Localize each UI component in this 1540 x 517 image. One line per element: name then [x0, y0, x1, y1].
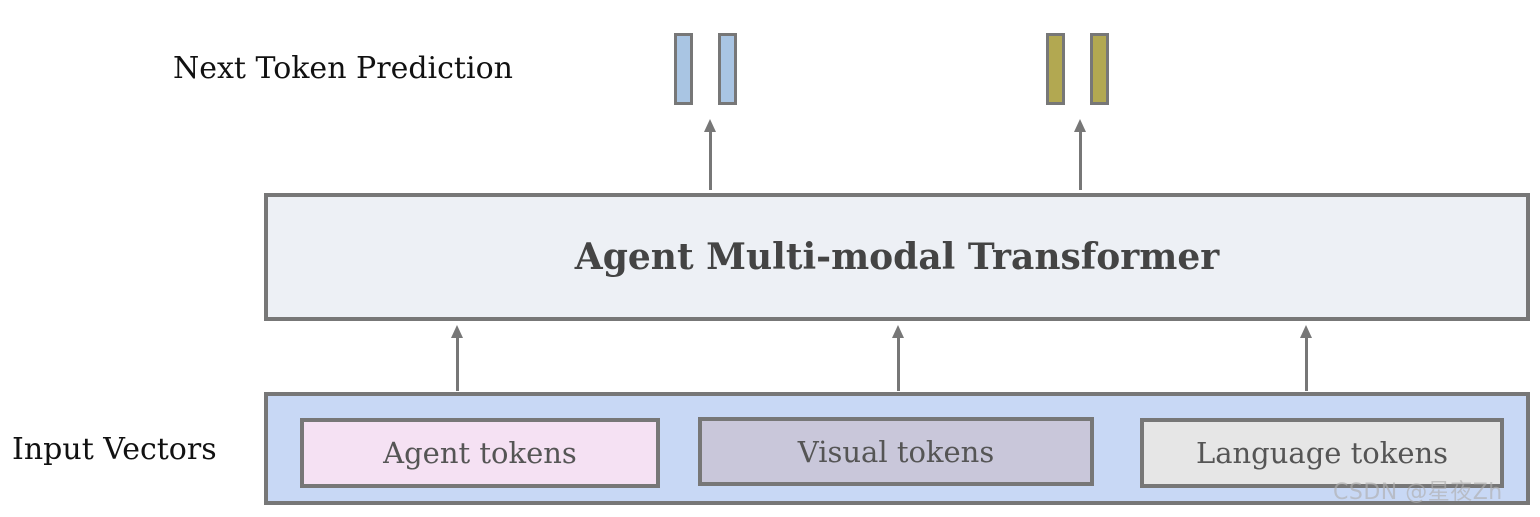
language-tokens-box: Language tokens — [1140, 418, 1504, 488]
agent-tokens-box: Agent tokens — [300, 418, 660, 488]
visual-tokens-box: Visual tokens — [698, 417, 1094, 486]
input-vectors-block: Agent tokens Visual tokens Language toke… — [264, 392, 1530, 505]
transformer-block: Agent Multi-modal Transformer — [264, 193, 1530, 321]
language-prediction-token-1 — [1046, 33, 1065, 105]
transformer-title: Agent Multi-modal Transformer — [574, 236, 1220, 278]
language-prediction-token-2 — [1090, 33, 1109, 105]
watermark: CSDN @星夜Zh — [1333, 480, 1503, 505]
input-vectors-label: Input Vectors — [12, 432, 217, 467]
input-arrow-agent — [451, 325, 463, 391]
output-arrow-agent — [704, 119, 716, 190]
next-token-prediction-label: Next Token Prediction — [173, 51, 513, 86]
agent-prediction-token-2 — [718, 33, 737, 105]
output-arrow-language — [1074, 119, 1086, 190]
input-arrow-visual — [892, 325, 904, 391]
agent-prediction-token-1 — [674, 33, 693, 105]
input-arrow-language — [1300, 325, 1312, 391]
